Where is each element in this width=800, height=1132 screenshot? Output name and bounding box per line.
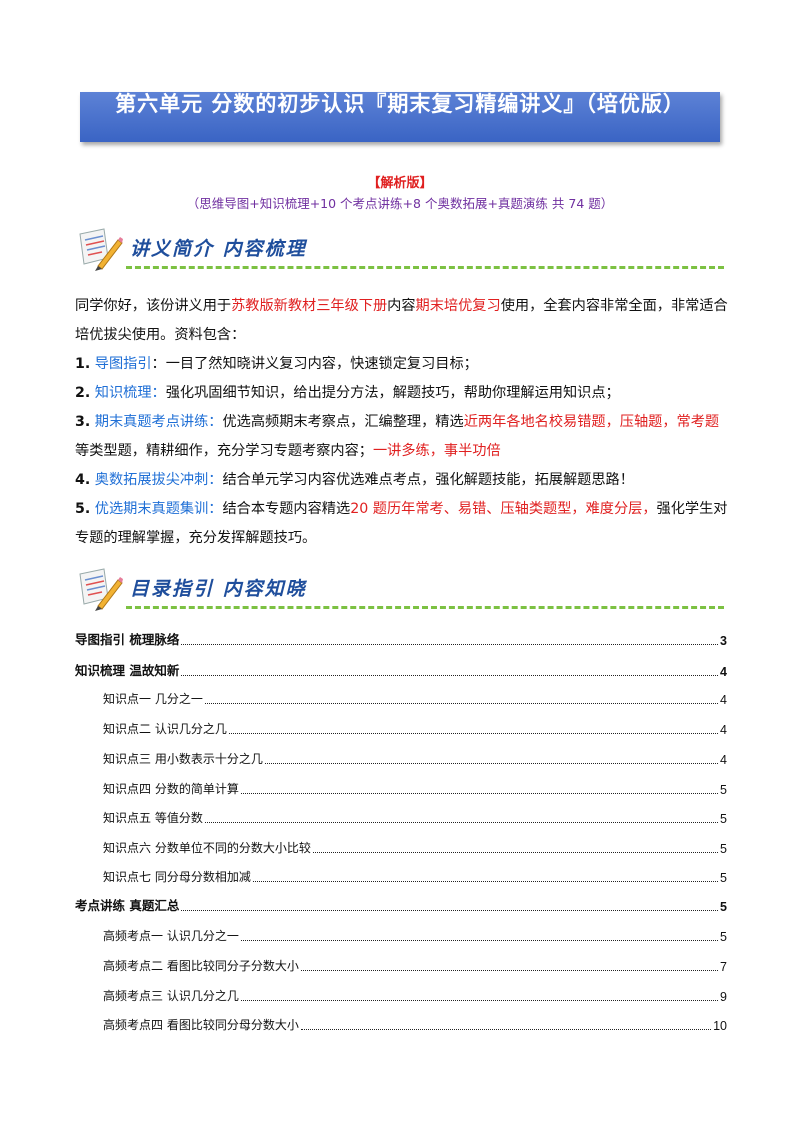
intro-item-1: 1. 导图指引：一目了然知晓讲义复习内容，快速锁定复习目标； xyxy=(75,356,478,372)
intro-item-3: 3. 期末真题考点讲练：优选高频期末考察点，汇编整理，精选近两年各地名校易错题，… xyxy=(75,414,720,459)
heading-divider xyxy=(126,266,724,269)
intro-body: 同学你好，该份讲义用于苏教版新教材三年级下册内容期末培优复习使用，全套内容非常全… xyxy=(75,292,730,553)
paper-pencil-icon xyxy=(79,228,123,271)
intro-item-5: 5. 优选期末真题集训：结合本专题内容精选20 题历年常考、易错、压轴类题型，难… xyxy=(75,501,728,546)
paper-pencil-icon xyxy=(79,568,123,611)
summary-label: （思维导图+知识梳理+10 个考点讲练+8 个奥数拓展+真题演练 共 74 题） xyxy=(186,196,614,211)
toc-heading-text: 目录指引 内容知晓 xyxy=(130,578,307,600)
title-banner: 第六单元 分数的初步认识『期末复习精编讲义』（培优版） xyxy=(80,92,720,142)
toc-section-heading: 目录指引 内容知晓 xyxy=(74,566,724,612)
heading-divider xyxy=(126,606,724,609)
page-title: 第六单元 分数的初步认识『期末复习精编讲义』（培优版） xyxy=(115,92,685,116)
intro-item-4: 4. 奥数拓展拔尖冲刺：结合单元学习内容优选难点考点，强化解题技能，拓展解题思路… xyxy=(75,472,634,488)
intro-paragraph: 同学你好，该份讲义用于苏教版新教材三年级下册内容期末培优复习使用，全套内容非常全… xyxy=(75,298,728,343)
intro-section-heading: 讲义简介 内容梳理 xyxy=(74,226,724,272)
intro-heading-text: 讲义简介 内容梳理 xyxy=(130,238,307,260)
intro-item-2: 2. 知识梳理：强化巩固细节知识，给出提分方法，解题技巧，帮助你理解运用知识点； xyxy=(75,385,620,401)
edition-label: 【解析版】 xyxy=(367,176,433,191)
